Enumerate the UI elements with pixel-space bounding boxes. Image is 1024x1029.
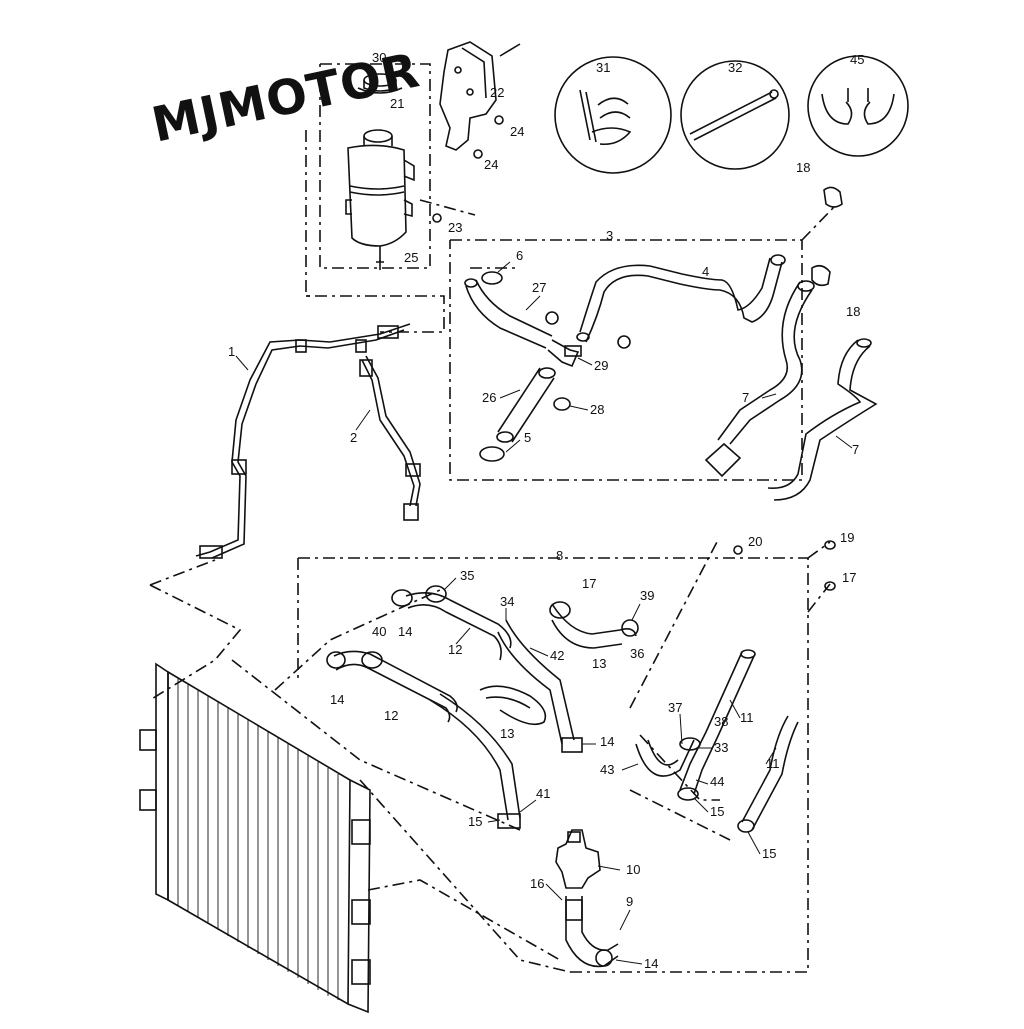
callout-24: 24 bbox=[510, 124, 524, 139]
callout-38: 38 bbox=[714, 714, 728, 729]
callout-21: 21 bbox=[390, 96, 404, 111]
callout-11: 11 bbox=[740, 710, 754, 725]
callout-27: 27 bbox=[532, 280, 546, 295]
callout-34: 34 bbox=[500, 594, 514, 609]
callout-14: 14 bbox=[330, 692, 344, 707]
callout-20: 20 bbox=[748, 534, 762, 549]
callout-7: 7 bbox=[742, 390, 749, 405]
hose-11b bbox=[737, 715, 799, 833]
callout-42: 42 bbox=[550, 648, 564, 663]
expansion-tank bbox=[345, 129, 415, 263]
callout-13: 13 bbox=[592, 656, 606, 671]
callout-25: 25 bbox=[404, 250, 418, 265]
callout-41: 41 bbox=[536, 786, 550, 801]
callout-17: 17 bbox=[842, 570, 856, 585]
hose-13-upper bbox=[549, 601, 639, 649]
thermostat-housing bbox=[555, 829, 601, 889]
callout-13: 13 bbox=[500, 726, 514, 741]
callout-28: 28 bbox=[590, 402, 604, 417]
reservoir-frame bbox=[305, 63, 445, 333]
callout-9: 9 bbox=[626, 894, 633, 909]
detail-31-clip bbox=[554, 56, 672, 174]
callout-12: 12 bbox=[448, 642, 462, 657]
callout-37: 37 bbox=[668, 700, 682, 715]
callout-11: 11 bbox=[766, 756, 780, 771]
clamp-18 bbox=[811, 186, 843, 287]
reservoir-cap bbox=[357, 73, 403, 94]
hose-group-8-frame bbox=[297, 539, 831, 973]
callout-26: 26 bbox=[482, 390, 496, 405]
callout-7: 7 bbox=[852, 442, 859, 457]
callout-43: 43 bbox=[600, 762, 614, 777]
callout-31: 31 bbox=[596, 60, 610, 75]
callout-35: 35 bbox=[460, 568, 474, 583]
mounting-bracket bbox=[439, 41, 521, 151]
callout-15: 15 bbox=[468, 814, 482, 829]
hose-4 bbox=[576, 254, 786, 343]
detail-45-clip bbox=[807, 55, 909, 157]
hose-27 bbox=[464, 278, 553, 349]
callout-3: 3 bbox=[606, 228, 613, 243]
callout-15: 15 bbox=[710, 804, 724, 819]
callout-40: 40 bbox=[372, 624, 386, 639]
hose-13-lower bbox=[479, 685, 547, 726]
detail-32-cable-tie bbox=[680, 60, 790, 170]
callout-18: 18 bbox=[846, 304, 860, 319]
callout-45: 45 bbox=[850, 52, 864, 67]
callout-39: 39 bbox=[640, 588, 654, 603]
callout-24: 24 bbox=[484, 157, 498, 172]
callout-4: 4 bbox=[702, 264, 709, 279]
callout-10: 10 bbox=[626, 862, 640, 877]
bolt-24 bbox=[432, 115, 504, 223]
callout-30: 30 bbox=[372, 50, 386, 65]
callout-5: 5 bbox=[524, 430, 531, 445]
callout-17: 17 bbox=[582, 576, 596, 591]
callout-32: 32 bbox=[728, 60, 742, 75]
callout-22: 22 bbox=[490, 85, 504, 100]
callout-18: 18 bbox=[796, 160, 810, 175]
hose-42 bbox=[429, 619, 575, 821]
callout-14: 14 bbox=[398, 624, 412, 639]
clamp-14-15 bbox=[497, 737, 583, 829]
hose-9 bbox=[565, 896, 619, 968]
clamps-5-6-28 bbox=[479, 271, 631, 462]
hose-group-3-frame bbox=[449, 204, 837, 481]
hose-2 bbox=[359, 355, 421, 521]
hose-7b bbox=[767, 338, 878, 501]
callout-36: 36 bbox=[630, 646, 644, 661]
hose-43 bbox=[635, 737, 701, 777]
callout-15: 15 bbox=[762, 846, 776, 861]
callout-33: 33 bbox=[714, 740, 728, 755]
hose-1 bbox=[195, 323, 411, 559]
hose-26 bbox=[496, 367, 556, 443]
clips-17-19-20 bbox=[733, 540, 836, 591]
t-piece-29 bbox=[547, 339, 582, 368]
callout-44: 44 bbox=[710, 774, 724, 789]
callout-16: 16 bbox=[530, 876, 544, 891]
hose-7a bbox=[704, 280, 815, 478]
callout-6: 6 bbox=[516, 248, 523, 263]
callout-1: 1 bbox=[228, 344, 235, 359]
hose-12-upper bbox=[391, 585, 512, 661]
callout-2: 2 bbox=[350, 430, 357, 445]
callout-19: 19 bbox=[840, 530, 854, 545]
callout-14: 14 bbox=[644, 956, 658, 971]
callout-29: 29 bbox=[594, 358, 608, 373]
callout-8: 8 bbox=[556, 548, 563, 563]
radiator bbox=[139, 662, 371, 1014]
callout-23: 23 bbox=[448, 220, 462, 235]
hose-12-lower bbox=[326, 650, 458, 723]
callout-12: 12 bbox=[384, 708, 398, 723]
callout-14: 14 bbox=[600, 734, 614, 749]
